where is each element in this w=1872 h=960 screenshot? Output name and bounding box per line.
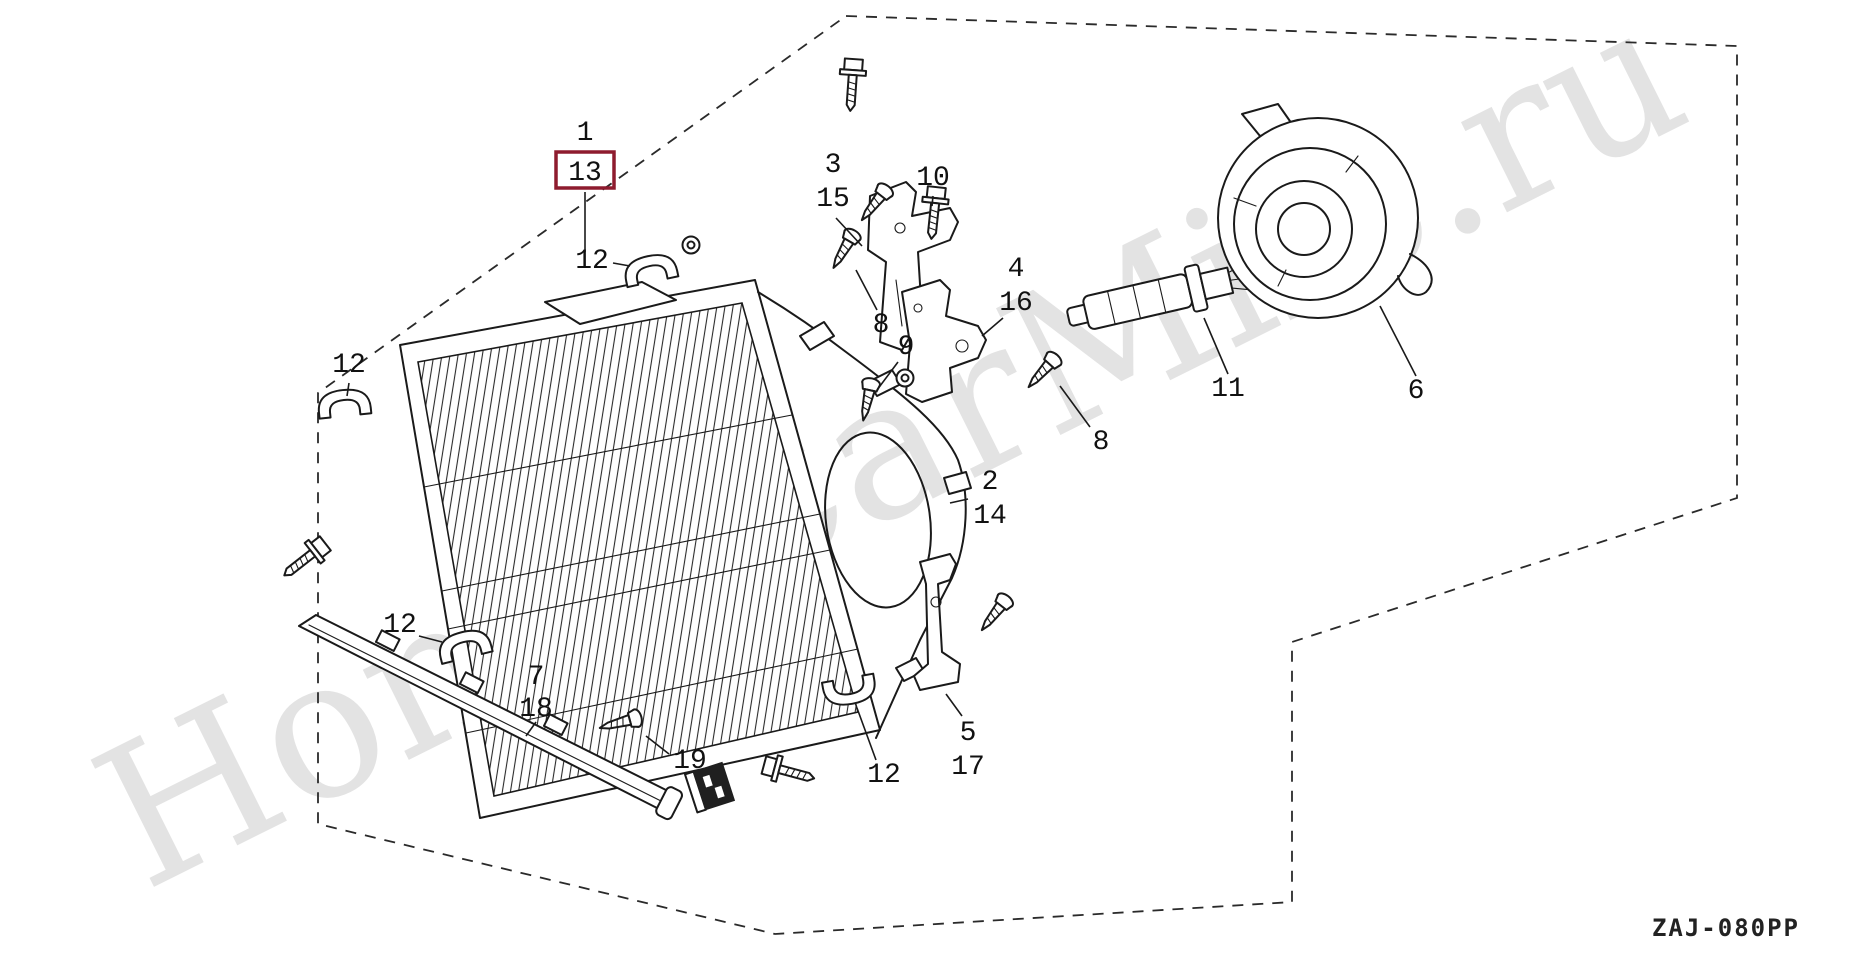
part-label-7[interactable]: 7: [528, 662, 545, 693]
watermark-text: HondaCarMile.ru: [64, 0, 1717, 933]
part-label-6[interactable]: 6: [1408, 376, 1425, 407]
part-bulb: [1066, 262, 1253, 330]
part-label-12-lower-right[interactable]: 12: [867, 760, 901, 791]
highlight-box-13: [554, 150, 616, 190]
part-label-16[interactable]: 16: [999, 288, 1033, 319]
part-trim-strip: [298, 614, 683, 821]
part-label-19[interactable]: 19: [673, 746, 707, 777]
lens-top-plate: [544, 281, 677, 325]
part-bottom-bracket: [683, 761, 736, 814]
part-clip-top: [621, 249, 680, 289]
fastener-bolt-bottom: [759, 751, 819, 793]
part-housing: [757, 291, 972, 739]
part-label-18[interactable]: 18: [519, 694, 553, 725]
part-label-1[interactable]: 1: [577, 118, 594, 149]
part-label-12-lower-left[interactable]: 12: [383, 610, 417, 641]
part-label-3[interactable]: 3: [825, 150, 842, 181]
part-label-17[interactable]: 17: [951, 752, 985, 783]
leader-lines: [346, 192, 1417, 761]
part-label-10[interactable]: 10: [916, 163, 950, 194]
fastener-screw-lower-right: [973, 589, 1017, 637]
part-bracket-middle: [901, 279, 987, 403]
part-label-8-upper[interactable]: 8: [873, 310, 890, 341]
part-label-12-left[interactable]: 12: [332, 350, 366, 381]
fastener-bolt-top: [836, 57, 868, 113]
part-retainer-ring: [1217, 103, 1433, 319]
housing-bowl: [824, 431, 932, 609]
part-label-12-top[interactable]: 12: [575, 246, 609, 277]
fastener-screw-8-upper: [824, 225, 864, 274]
trim-strip-end-cap: [655, 786, 683, 821]
fastener-bolt-left: [275, 532, 335, 587]
washer-middle: [895, 368, 915, 388]
part-label-14[interactable]: 14: [973, 501, 1007, 532]
part-clip-left: [315, 386, 373, 420]
part-label-5[interactable]: 5: [960, 718, 977, 749]
part-headlight-lens: [399, 279, 881, 819]
part-label-15[interactable]: 15: [816, 184, 850, 215]
part-label-8-right[interactable]: 8: [1093, 427, 1110, 458]
part-label-4[interactable]: 4: [1008, 254, 1025, 285]
part-label-13-highlighted[interactable]: 13: [568, 158, 602, 189]
part-label-2[interactable]: 2: [982, 467, 999, 498]
washer-upper: [681, 235, 701, 255]
part-label-9[interactable]: 9: [898, 332, 915, 363]
part-label-11[interactable]: 11: [1211, 374, 1245, 405]
part-labels: 1 13 12 3 15 10 8 4 16 9 8 2 14 11 6 12 …: [332, 118, 1424, 791]
diagram-code: ZAJ-080PP: [1652, 914, 1800, 942]
part-bracket-lower: [913, 553, 961, 691]
